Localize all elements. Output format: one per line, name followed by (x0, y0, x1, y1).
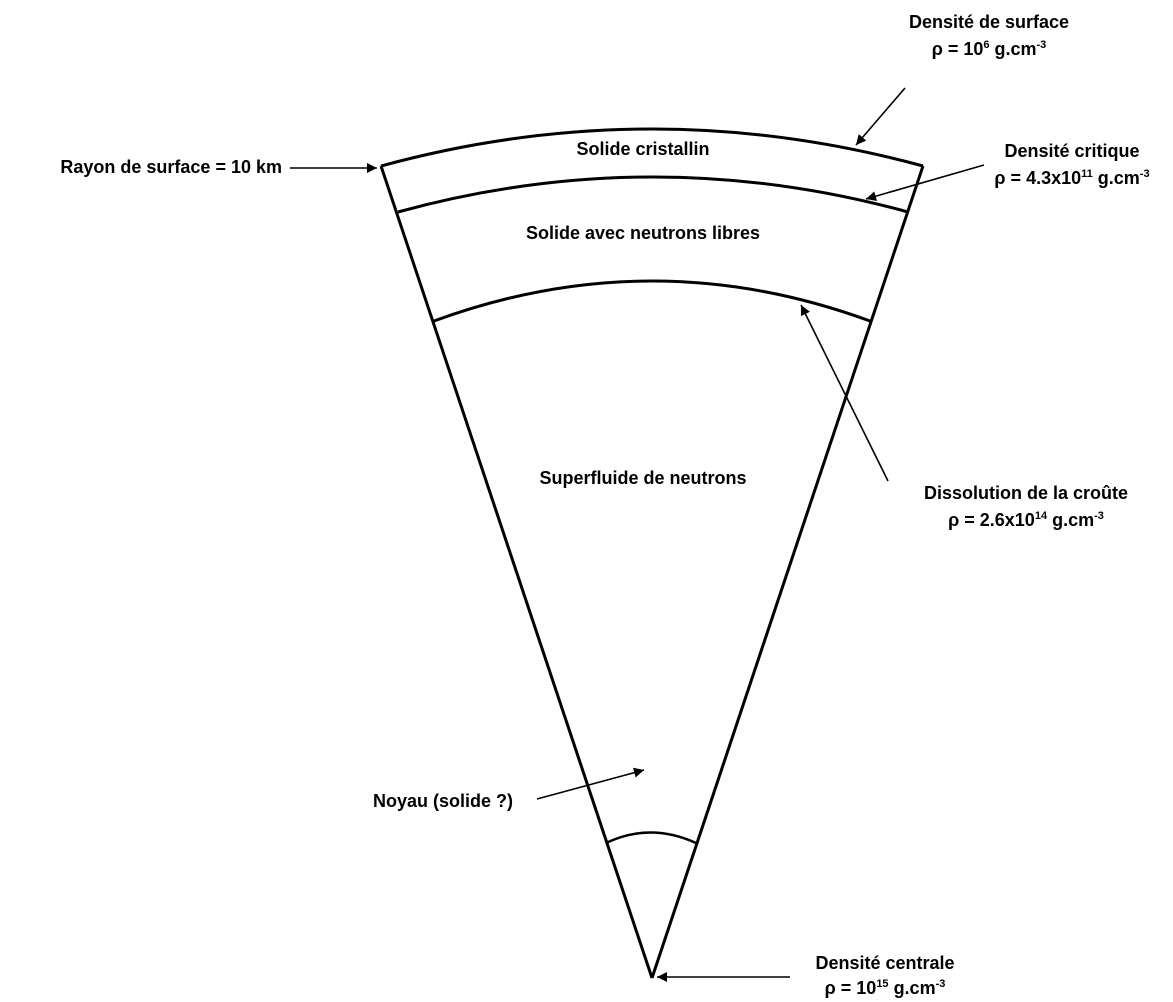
critical-density-arrow (865, 164, 985, 202)
surface-arc (380, 127, 924, 168)
crust-dissolution-arc (433, 279, 871, 323)
crust-dissolution-arrow (800, 304, 889, 482)
surface-density-title: Densité de surface (909, 12, 1069, 32)
central-density-title: Densité centrale (815, 953, 954, 973)
surface-density-value: ρ = 106 g.cm-3 (932, 39, 1047, 59)
free-neutrons-solid-label: Solide avec neutrons libres (526, 223, 760, 243)
critical-density-value: ρ = 4.3x1011 g.cm-3 (994, 168, 1149, 188)
central-density-value: ρ = 1015 g.cm-3 (825, 978, 946, 998)
critical-density-title: Densité critique (1004, 141, 1139, 161)
core-arrow (536, 767, 645, 800)
wedge-left-edge (379, 165, 654, 979)
neutron-superfluid-label: Superfluide de neutrons (539, 468, 746, 488)
core-arc (605, 831, 697, 845)
surface-radius-label: Rayon de surface = 10 km (60, 157, 282, 177)
crust-dissolution-title: Dissolution de la croûte (924, 483, 1128, 503)
core-label: Noyau (solide ?) (373, 791, 513, 811)
crystalline-solid-label: Solide cristallin (576, 139, 709, 159)
surface-density-arrow (855, 87, 906, 146)
wedge-right-edge (650, 165, 925, 979)
critical-density-arc (397, 175, 909, 214)
crust-dissolution-value: ρ = 2.6x1014 g.cm-3 (948, 510, 1104, 530)
